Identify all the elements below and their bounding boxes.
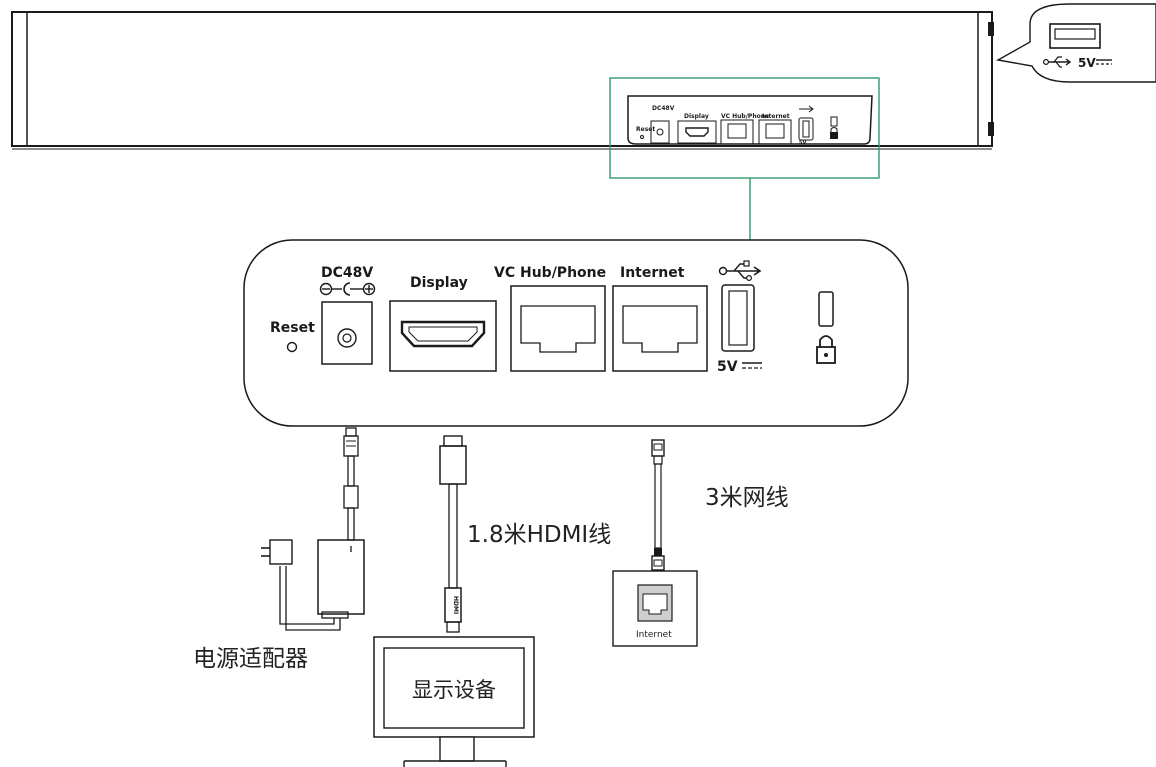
callout-usb-port	[1049, 23, 1101, 49]
mini-hub-label: VC Hub/Phone	[721, 113, 769, 120]
usb-icon	[1042, 56, 1072, 68]
network-cable	[651, 439, 665, 571]
display-label: Display	[410, 275, 468, 291]
hub-label: VC Hub/Phone	[494, 265, 606, 281]
hdmi-plug-text: HDMI	[452, 596, 459, 614]
reset-pinhole	[286, 341, 298, 353]
dc-port	[321, 301, 373, 365]
power-adapter-label: 电源适配器	[193, 646, 308, 672]
highlight-frame	[609, 77, 880, 240]
mini-internet-label: Internet	[762, 113, 790, 120]
hdmi-cable-label: 1.8米HDMI线	[467, 522, 611, 548]
usb-callout: 5V	[995, 3, 1156, 83]
display-device-label: 显示设备	[412, 678, 496, 702]
security-slot	[818, 291, 834, 327]
polarity-icon	[319, 282, 376, 296]
internet-label: Internet	[620, 265, 685, 281]
mini-display-label: Display	[684, 113, 709, 120]
power-cable	[261, 427, 365, 631]
hdmi-cable: HDMI	[439, 435, 467, 633]
device-port-strip: Reset DC48V Display VC Hub/Phone Interne…	[627, 95, 873, 146]
display-device: 显示设备	[373, 636, 535, 767]
dc-symbol-icon	[1096, 59, 1112, 65]
port-panel: Reset DC48V Display VC Hub/Phone Interne…	[243, 239, 909, 427]
callout-5v-label: 5V	[1078, 56, 1096, 70]
usb-icon	[718, 260, 762, 282]
hub-port	[510, 285, 606, 372]
usb-volt-label: 5V	[717, 359, 738, 375]
usb-port	[721, 284, 755, 352]
dc-label: DC48V	[321, 265, 373, 281]
mini-dc-label: DC48V	[652, 105, 675, 112]
mini-reset-label: Reset	[636, 126, 655, 133]
network-cable-label: 3米网线	[705, 485, 789, 511]
power-adapter-brick	[317, 539, 365, 615]
reset-label: Reset	[270, 320, 315, 336]
lock-icon	[816, 335, 836, 364]
internet-wall-jack: Internet	[612, 570, 698, 647]
mini-usb-volt: 5V	[799, 140, 806, 146]
wall-jack-label: Internet	[636, 630, 672, 640]
display-port	[389, 300, 497, 372]
wall-plug-icon	[269, 539, 293, 565]
internet-port	[612, 285, 708, 372]
